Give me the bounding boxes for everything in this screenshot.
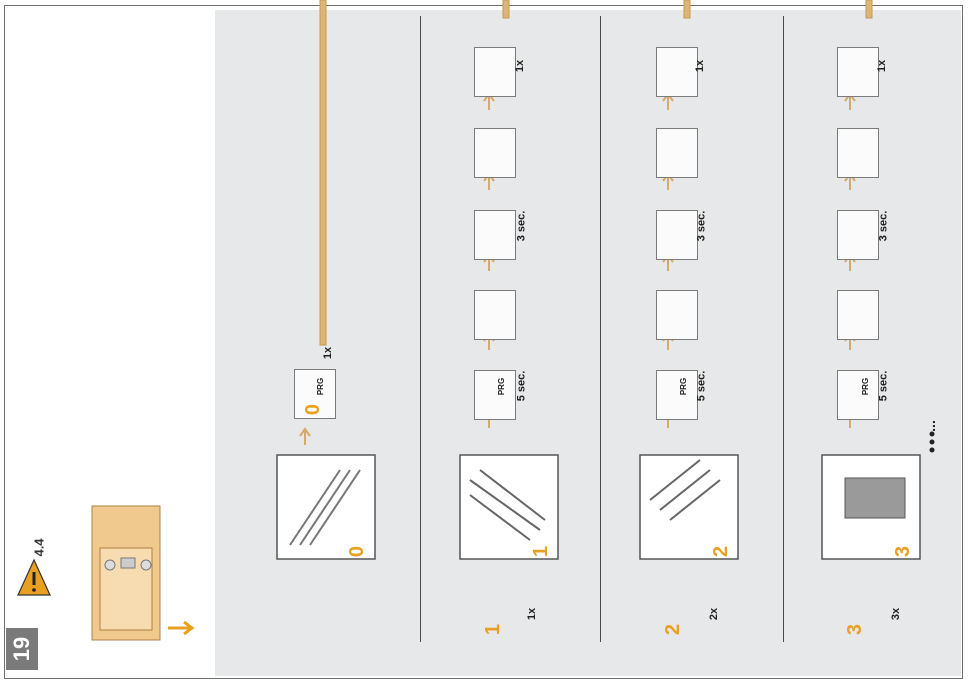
more-steps-dots: ... — [921, 420, 938, 432]
gate-icon — [459, 454, 559, 560]
display-digit-icon: 3 — [844, 623, 867, 636]
arrow-icon — [168, 620, 195, 636]
control-panel-icon — [656, 290, 698, 340]
gate-digit: 0 — [346, 545, 369, 558]
control-panel-icon — [474, 290, 516, 340]
control-panel-icon — [656, 210, 698, 260]
rail-icon — [319, 0, 327, 346]
press-label: 3x — [890, 607, 903, 621]
press-label: 5 sec. — [877, 370, 890, 402]
gate-icon — [276, 454, 376, 560]
control-panel-icon — [837, 290, 879, 340]
gate-digit: 2 — [710, 545, 733, 558]
display-digit-icon: 1 — [482, 623, 505, 636]
press-label: 1x — [514, 59, 527, 73]
press-label: 2x — [708, 607, 721, 621]
prg-key: PRG — [679, 377, 689, 396]
press-label: 3 sec. — [515, 210, 528, 242]
rail-icon — [502, 0, 510, 19]
control-panel-icon — [474, 370, 516, 420]
prg-key: PRG — [497, 377, 507, 396]
display-digit-icon: 0 — [302, 403, 325, 416]
control-panel-icon — [294, 369, 336, 419]
gate-icon — [639, 454, 739, 560]
press-label: 3 sec. — [877, 210, 890, 242]
press-label: 5 sec. — [515, 370, 528, 402]
control-panel-icon — [837, 370, 879, 420]
control-panel-icon — [837, 47, 879, 97]
column-divider — [783, 16, 784, 642]
control-panel-icon — [656, 370, 698, 420]
gate-icon — [821, 454, 921, 560]
step-number-badge: 19 — [6, 628, 38, 670]
rail-icon — [865, 0, 873, 19]
control-panel-icon — [474, 128, 516, 178]
warning-manual-icon — [17, 558, 51, 596]
instruction-panel — [215, 10, 961, 676]
press-label: 1x — [694, 59, 707, 73]
gate-digit: 3 — [892, 545, 915, 558]
press-label: 5 sec. — [695, 370, 708, 402]
column-divider — [420, 16, 421, 642]
column-divider — [600, 16, 601, 642]
arrow-icon — [299, 92, 856, 445]
press-label: 1x — [526, 607, 539, 621]
control-panel-icon — [474, 47, 516, 97]
prg-key: PRG — [316, 377, 326, 396]
press-label: 1x — [876, 59, 889, 73]
control-panel-icon — [656, 128, 698, 178]
gate-digit: 1 — [530, 545, 553, 558]
press-label: 3 sec. — [695, 210, 708, 242]
prg-key: PRG — [861, 377, 871, 396]
press-label: 1x — [322, 346, 335, 360]
rail-icon — [683, 0, 691, 19]
control-panel-icon — [656, 47, 698, 97]
control-panel-icon — [837, 210, 879, 260]
dots-icon — [929, 431, 935, 453]
cover-box-icon — [91, 505, 161, 641]
display-digit-icon: 2 — [662, 623, 685, 636]
control-panel-icon — [474, 210, 516, 260]
control-panel-icon — [837, 128, 879, 178]
